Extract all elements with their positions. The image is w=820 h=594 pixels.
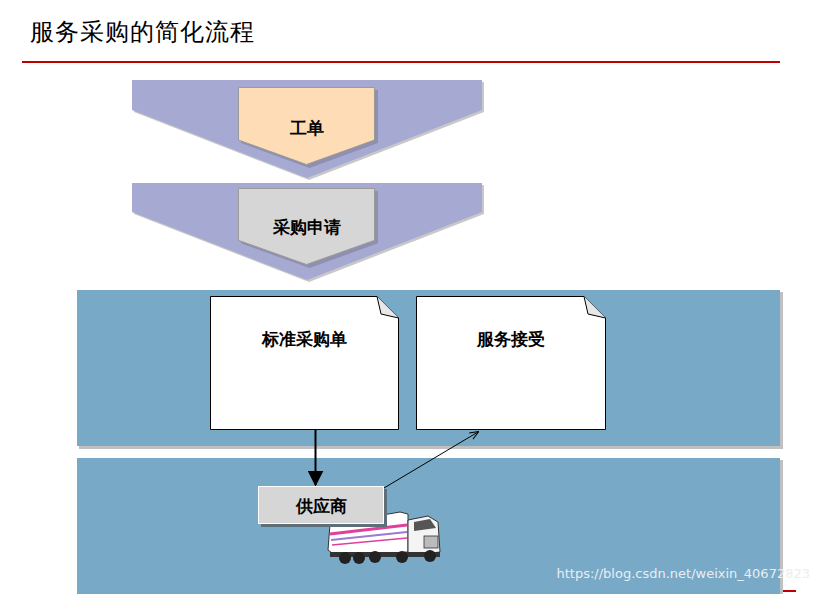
chevron-band — [132, 183, 482, 280]
node-label: 工单 — [238, 117, 375, 140]
watermark: https://blog.csdn.net/weixin_40672823 — [556, 566, 810, 581]
vendor-box: 供应商 — [258, 486, 384, 524]
chevron-band — [132, 80, 482, 178]
node-label: 标准采购单 — [210, 328, 399, 351]
document-panel — [77, 290, 780, 446]
work-order-box: 工单 — [238, 87, 375, 165]
purchase-order-document: 标准采购单 — [210, 296, 399, 430]
purchase-request-box: 采购申请 — [238, 188, 375, 265]
node-label: 服务接受 — [416, 328, 606, 351]
node-label: 供应商 — [258, 495, 384, 518]
flow-arrow — [384, 432, 478, 488]
box-outline — [416, 296, 606, 430]
title-rule — [22, 61, 780, 63]
box-outline — [210, 296, 399, 430]
slide-title: 服务采购的简化流程 — [30, 16, 255, 48]
flow-arrow — [315, 430, 317, 485]
service-acceptance-document: 服务接受 — [416, 296, 606, 430]
node-label: 采购申请 — [238, 216, 375, 239]
corner-mark — [783, 590, 796, 592]
